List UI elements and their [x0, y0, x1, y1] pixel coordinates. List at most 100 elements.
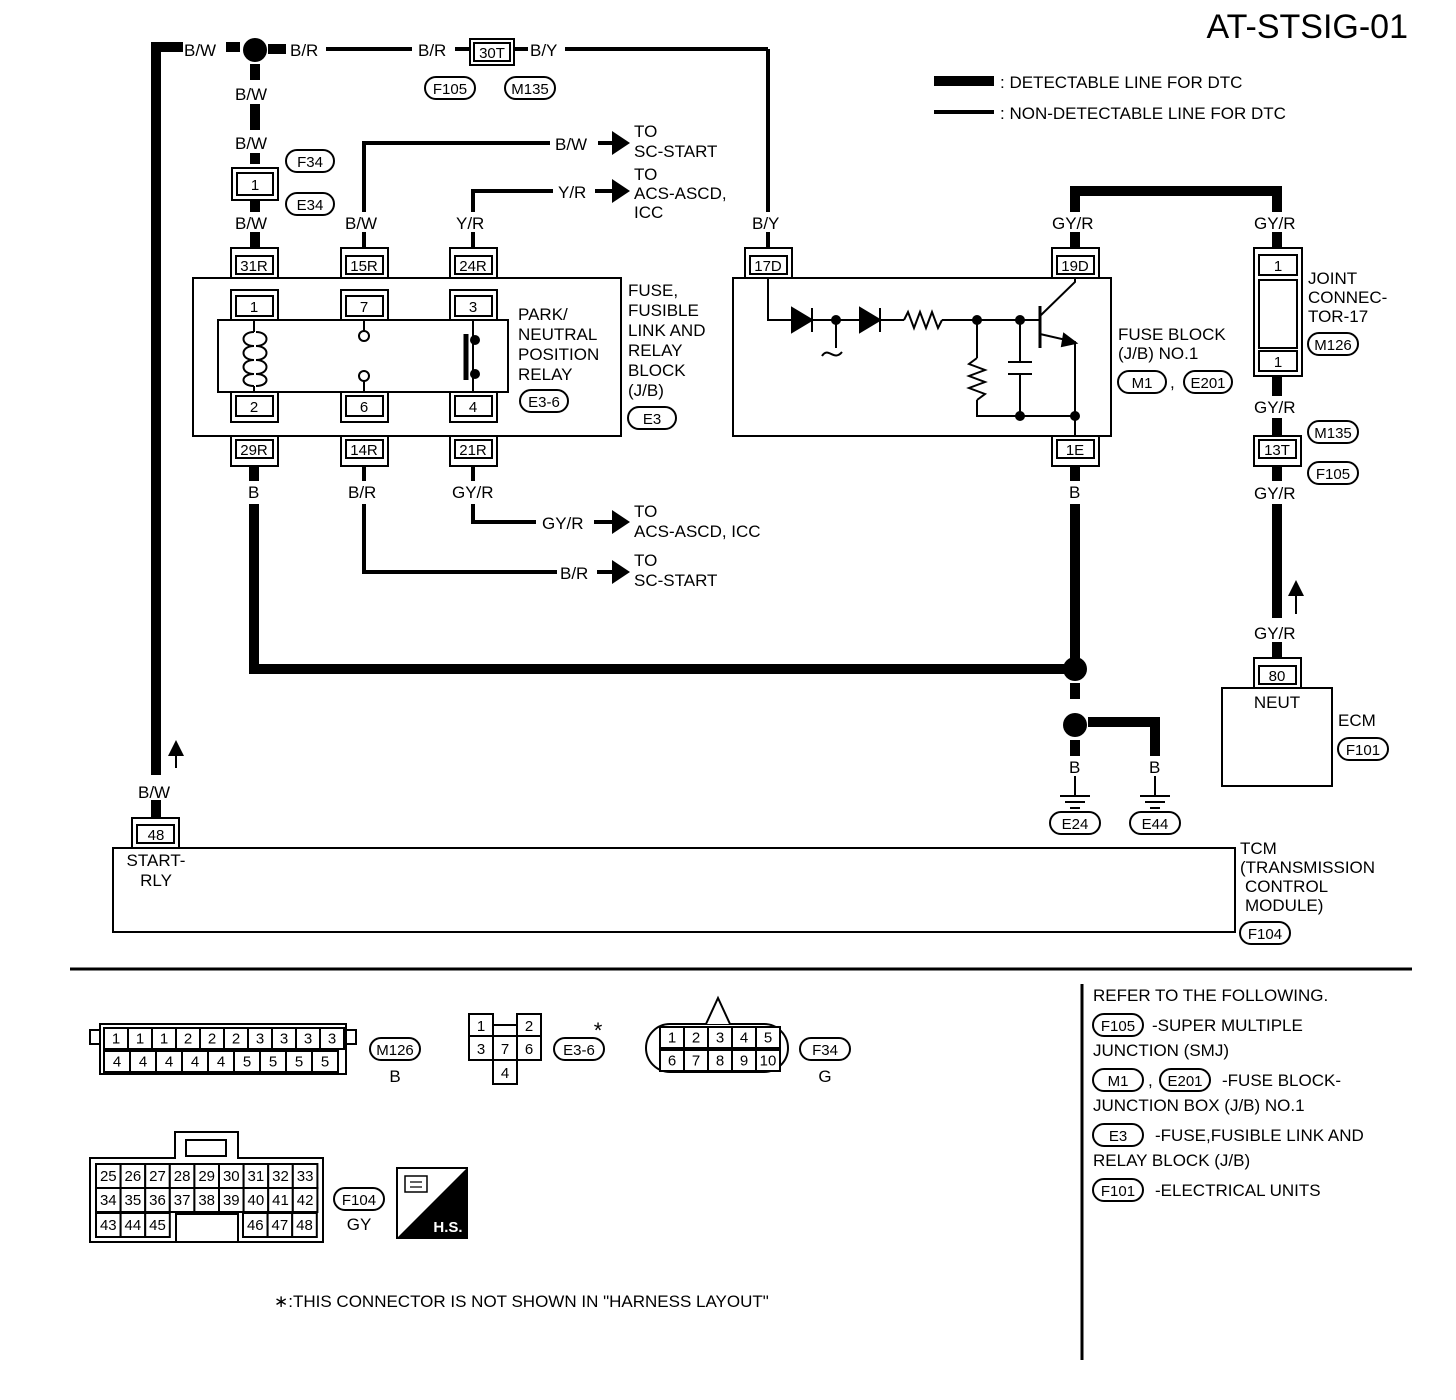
refer-tag-m1 [1092, 1068, 1144, 1092]
f104-row3a-pin: 43 [100, 1217, 117, 1234]
tag-m135-right [1307, 420, 1359, 444]
svg-text:13T: 13T [1264, 442, 1290, 459]
svg-text:E3-6: E3-6 [563, 1042, 595, 1059]
svg-text:RELAY: RELAY [628, 341, 683, 360]
m126-bottom-pin: 4 [191, 1054, 199, 1071]
wire-label-bw-1: B/W [184, 41, 216, 60]
wire-label-b-3: B [1069, 758, 1080, 777]
wire-label-br-4: B/R [560, 564, 588, 583]
svg-text:FUSE BLOCK: FUSE BLOCK [1118, 325, 1226, 344]
m126-bottom-pin: 4 [139, 1054, 147, 1071]
relay-open-contact-icon [358, 320, 370, 392]
svg-text:F101: F101 [1101, 1183, 1135, 1200]
m126-bottom-pin: 5 [321, 1054, 329, 1071]
wire-label-bw-7: B/W [138, 783, 170, 802]
wire-label-gyr-7: GY/R [1254, 624, 1296, 643]
tag-f101 [1337, 737, 1389, 761]
wire-label-br-3: B/R [348, 483, 376, 502]
svg-text:CONNEC-: CONNEC- [1308, 288, 1387, 307]
svg-text:2: 2 [525, 1018, 533, 1035]
wire-label-bw-2: B/W [235, 85, 267, 104]
svg-text:H.S.: H.S. [433, 1219, 462, 1236]
tag-f104 [1239, 921, 1291, 945]
svg-text:2: 2 [250, 399, 258, 416]
svg-text:FUSE,: FUSE, [628, 281, 678, 300]
refer-tag-f105 [1092, 1013, 1144, 1037]
f34-top-pin: 4 [740, 1030, 748, 1047]
wire-label-by-2: B/Y [752, 214, 779, 233]
f104-row3b-pin: 48 [296, 1217, 313, 1234]
refer-tag-e3 [1092, 1123, 1144, 1147]
f34-top-pin: 3 [716, 1030, 724, 1047]
svg-text:M1: M1 [1132, 375, 1153, 392]
svg-text:E44: E44 [1142, 816, 1169, 833]
f104-row3b-pin: 47 [272, 1217, 289, 1234]
harness-side-icon: H.S. [396, 1167, 468, 1239]
f34-bottom-cell [755, 1049, 781, 1072]
connector-face-e3-6: 1 2 3 7 6 4 [468, 1013, 542, 1085]
svg-text:7: 7 [360, 299, 368, 316]
svg-text:19D: 19D [1061, 258, 1089, 275]
wire-label-gyr-2: GY/R [542, 514, 584, 533]
svg-text:7: 7 [501, 1041, 509, 1058]
top-wiring [151, 38, 770, 250]
svg-text:3: 3 [477, 1041, 485, 1058]
svg-text:RELAY BLOCK (J/B): RELAY BLOCK (J/B) [1093, 1151, 1250, 1170]
f104-row3b-pin: 46 [247, 1217, 264, 1234]
tag-f34-face [799, 1037, 851, 1061]
m126-bottom-pin: 5 [295, 1054, 303, 1071]
f34-top-cell [755, 1026, 781, 1049]
pin-30t: 30T [479, 45, 505, 62]
svg-text:24R: 24R [459, 258, 487, 275]
wire-label-b-4: B [1149, 758, 1160, 777]
svg-text:1: 1 [477, 1018, 485, 1035]
f104-row2-pin: 37 [174, 1192, 191, 1209]
f104-row3b-cell [291, 1212, 318, 1238]
branch-bw-sc-start [362, 131, 630, 248]
f34-top-pin: 2 [692, 1030, 700, 1047]
m126-bottom-pin: 5 [269, 1054, 277, 1071]
svg-text:1: 1 [251, 177, 259, 194]
f104-row2-pin: 42 [297, 1192, 314, 1209]
tag-f34 [285, 149, 335, 173]
svg-text:F104: F104 [1248, 926, 1282, 943]
f104-row1-pin: 27 [149, 1168, 166, 1185]
svg-text:JUNCTION BOX (J/B) NO.1: JUNCTION BOX (J/B) NO.1 [1093, 1096, 1305, 1115]
f34-bottom-pin: 6 [668, 1053, 676, 1070]
left-riser [151, 43, 184, 818]
svg-text:TO: TO [634, 502, 657, 521]
arrow-acs-ascd: ACS-ASCD, [634, 184, 727, 203]
m126-top-pin: 3 [328, 1031, 336, 1048]
svg-text:,: , [1170, 373, 1175, 392]
m126-bottom-cell [311, 1050, 339, 1073]
f104-row2-pin: 40 [248, 1192, 265, 1209]
svg-text:CONTROL: CONTROL [1245, 877, 1328, 896]
wire-label-b-1: B [248, 483, 259, 502]
m126-top-pin: 2 [208, 1031, 216, 1048]
refer-tag-f101 [1092, 1178, 1144, 1202]
svg-text:48: 48 [148, 827, 165, 844]
wire-label-bw-5: B/W [555, 135, 587, 154]
svg-text:6: 6 [525, 1041, 533, 1058]
svg-text:(J/B): (J/B) [628, 381, 664, 400]
svg-text:LINK AND: LINK AND [628, 321, 705, 340]
f34-bottom-pin: 8 [716, 1053, 724, 1070]
svg-text:80: 80 [1269, 668, 1286, 685]
svg-text:RLY: RLY [140, 871, 172, 890]
f104-row1-pin: 25 [100, 1168, 117, 1185]
f104-row1-cell [291, 1163, 319, 1189]
tag-f105-right [1307, 461, 1359, 485]
f104-row1-cell [267, 1163, 294, 1189]
svg-text:29R: 29R [240, 442, 268, 459]
wire-label-bw-4: B/W [235, 214, 267, 233]
tag-e3-6 [519, 389, 569, 413]
m126-top-pin: 3 [304, 1031, 312, 1048]
m126-top-cell [319, 1027, 345, 1050]
svg-text:F105: F105 [433, 81, 467, 98]
svg-text:GY: GY [347, 1215, 372, 1234]
f104-row2-pin: 34 [100, 1192, 117, 1209]
refer-heading: REFER TO THE FOLLOWING. [1093, 986, 1328, 1005]
svg-text:ACS-ASCD, ICC: ACS-ASCD, ICC [634, 522, 761, 541]
tag-f105-top [424, 76, 476, 100]
